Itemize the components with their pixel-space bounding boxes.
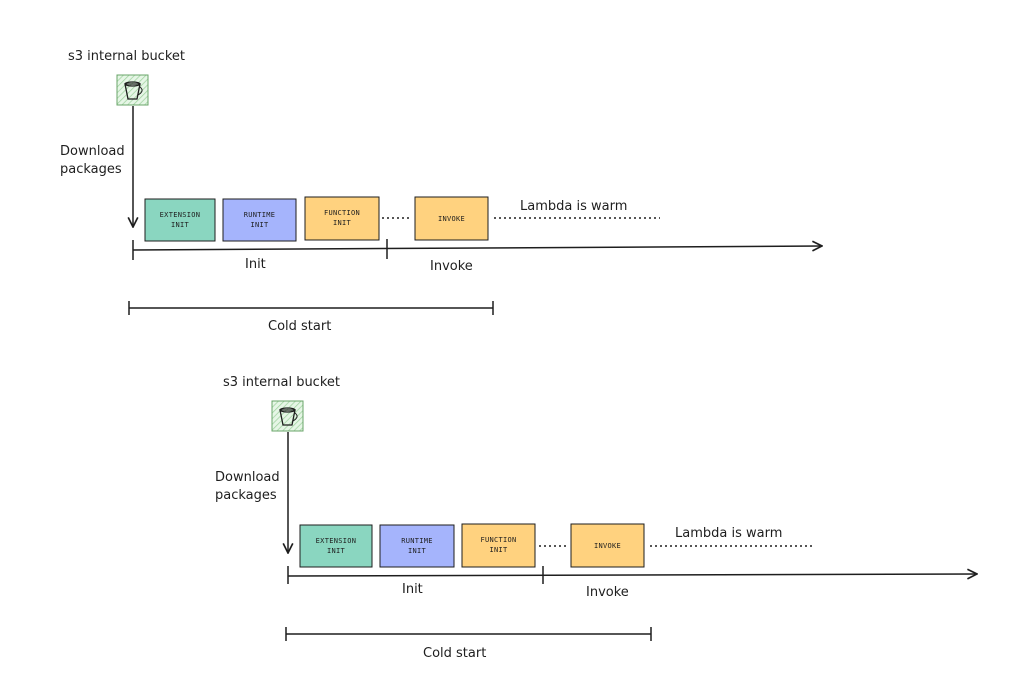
function-init-box: FUNCTION INIT xyxy=(461,523,536,568)
function-init-line1: FUNCTION xyxy=(324,209,360,217)
diagram-1: s3 internal bucket Download packages EXT… xyxy=(60,49,822,334)
download-label-line1: Download xyxy=(215,470,280,485)
bucket-icon xyxy=(116,74,149,106)
invoke-box: INVOKE xyxy=(414,196,489,241)
function-init-line1: FUNCTION xyxy=(480,536,516,544)
extension-init-line1: EXTENSION xyxy=(316,537,357,545)
download-label-line2: packages xyxy=(60,162,122,177)
invoke-rect xyxy=(414,196,489,241)
runtime-init-box: RUNTIME INIT xyxy=(222,198,297,242)
invoke-label: Invoke xyxy=(586,585,629,600)
download-label-line1: Download xyxy=(60,144,125,159)
invoke-box: INVOKE xyxy=(570,523,645,568)
runtime-init-line1: RUNTIME xyxy=(244,211,276,219)
lambda-warm-label: Lambda is warm xyxy=(675,526,782,541)
invoke-label: Invoke xyxy=(430,259,473,274)
extension-init-box: EXTENSION INIT xyxy=(144,198,216,242)
timeline-arrow xyxy=(132,246,822,250)
extension-init-box: EXTENSION INIT xyxy=(299,524,373,568)
function-init-line2: INIT xyxy=(489,546,508,554)
extension-init-rect xyxy=(144,198,216,242)
timeline-arrow xyxy=(287,574,977,576)
download-label-line2: packages xyxy=(215,488,277,503)
lambda-warm-label: Lambda is warm xyxy=(520,199,627,214)
invoke-line1: INVOKE xyxy=(438,215,465,223)
runtime-init-line2: INIT xyxy=(250,221,269,229)
function-init-line2: INIT xyxy=(333,219,352,227)
cold-start-label: Cold start xyxy=(268,319,331,334)
bucket-icon xyxy=(271,400,304,432)
extension-init-line1: EXTENSION xyxy=(160,211,201,219)
runtime-init-rect xyxy=(379,524,455,568)
runtime-init-box: RUNTIME INIT xyxy=(379,524,455,568)
cold-start-label: Cold start xyxy=(423,646,486,661)
extension-init-line2: INIT xyxy=(327,547,346,555)
function-init-rect xyxy=(304,196,380,241)
function-init-box: FUNCTION INIT xyxy=(304,196,380,241)
init-label: Init xyxy=(245,257,266,272)
runtime-init-rect xyxy=(222,198,297,242)
extension-init-line2: INIT xyxy=(171,221,190,229)
invoke-line1: INVOKE xyxy=(594,542,621,550)
bucket-label: s3 internal bucket xyxy=(223,375,340,390)
extension-init-rect xyxy=(299,524,373,568)
bucket-label: s3 internal bucket xyxy=(68,49,185,64)
runtime-init-line2: INIT xyxy=(408,547,427,555)
invoke-rect xyxy=(570,523,645,568)
function-init-rect xyxy=(461,523,536,568)
init-label: Init xyxy=(402,582,423,597)
runtime-init-line1: RUNTIME xyxy=(401,537,433,545)
diagram-2: s3 internal bucket Download packages EXT… xyxy=(215,375,977,661)
